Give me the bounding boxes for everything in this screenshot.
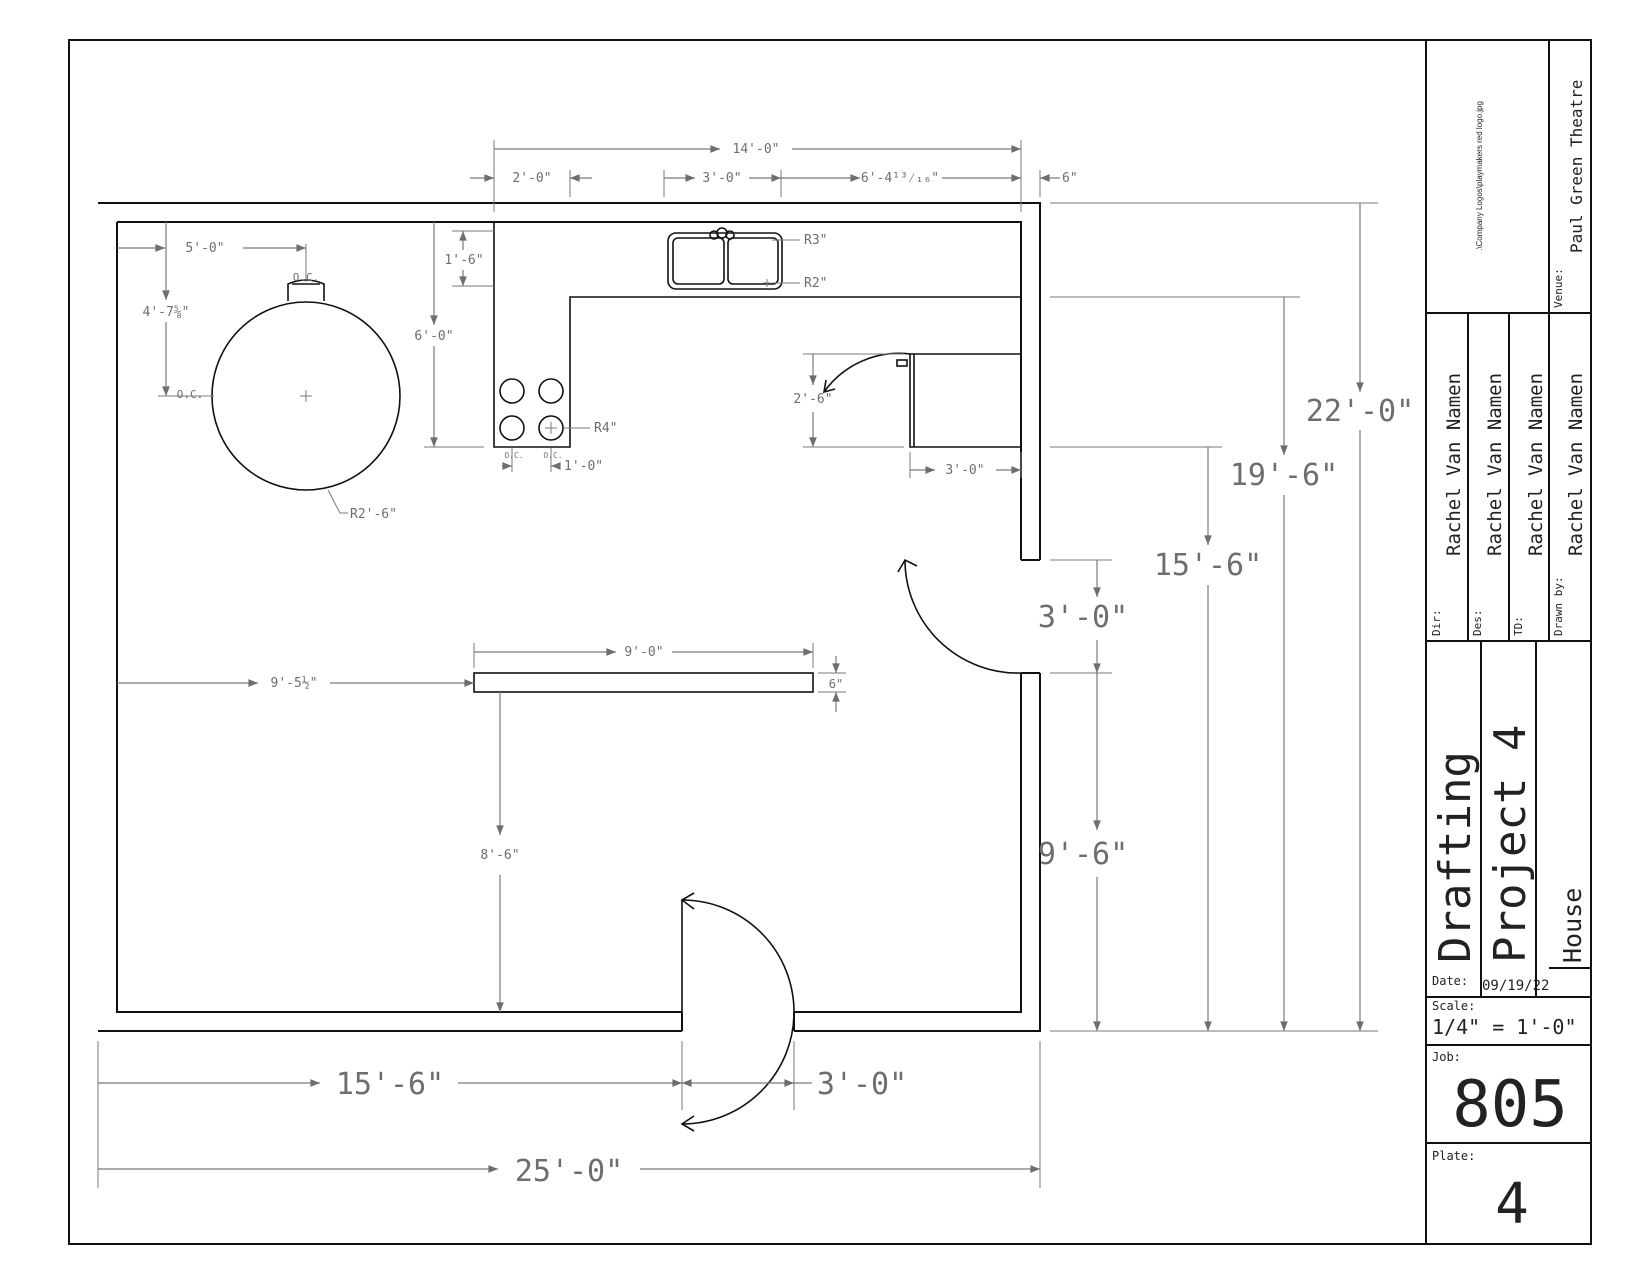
dim-top-left: 2'-0" (512, 171, 551, 186)
dimension-lines (97, 140, 1378, 1188)
partition-wall (473, 672, 814, 693)
oc-label-burner-1: O.C. (504, 451, 523, 460)
job-label: Job: (1432, 1050, 1461, 1064)
drawn-by-value: Rachel Van Namen (1565, 373, 1587, 556)
dim-height-counter: 19'-6" (1230, 458, 1338, 493)
project-title-1: Drafting (1430, 751, 1481, 963)
dim-partition-length: 9'-0" (624, 645, 663, 660)
dim-table-radius: R2'-6" (350, 507, 397, 522)
dim-top-sink-offset: 3'-0" (702, 171, 741, 186)
dim-top-overall: 14'-0" (733, 142, 780, 157)
td-value: Rachel Van Namen (1525, 373, 1547, 556)
date-value: 09/19/22 (1482, 978, 1549, 994)
plate-label: Plate: (1432, 1149, 1475, 1163)
oc-label-top: O.C. (293, 271, 320, 284)
dim-burner-spacing: 1'-0" (564, 459, 603, 474)
refrigerator (823, 352, 1021, 448)
scale-value: 1/4" = 1'-0" (1432, 1015, 1577, 1039)
double-sink (667, 227, 783, 290)
des-label: Des: (1471, 610, 1484, 637)
dim-overall-width: 25'-0" (515, 1154, 623, 1189)
project-title-2: Project 4 (1485, 725, 1536, 963)
round-table (211, 279, 401, 491)
dim-fridge-door: 2'-6" (793, 392, 832, 407)
oc-label-left: O.C. (177, 388, 204, 401)
dim-partition-offset: 9'-5½" (271, 676, 318, 691)
dim-table-x: 5'-0" (185, 241, 224, 256)
dim-bottom-door: 3'-0" (817, 1067, 907, 1102)
dim-side-door-floor: 9'-6" (1038, 837, 1128, 872)
bottom-door-swing (681, 899, 795, 1125)
dim-partition-thickness: 6" (829, 677, 843, 691)
drawn-by-label: Drawn by: (1552, 576, 1565, 636)
dim-burner-radius: R4" (594, 421, 617, 436)
plate-value: 4 (1495, 1172, 1529, 1237)
dim-partition-floor: 8'-6" (480, 848, 519, 863)
dim-counter-depth: 1'-6" (444, 253, 483, 268)
sheet-border (68, 39, 1592, 1245)
floor-plan (98, 202, 1041, 1132)
dim-counter-leg: 6'-0" (414, 329, 453, 344)
td-label: TD: (1512, 616, 1525, 636)
scale-label: Scale: (1432, 999, 1475, 1013)
dim-sink-r2: R2" (804, 276, 827, 291)
dim-height-cabinet: 15'-6" (1154, 548, 1262, 583)
dim-side-door: 3'-0" (1038, 600, 1128, 635)
side-door-swing (904, 559, 1022, 674)
outer-wall (98, 202, 1041, 1032)
job-value: 805 (1452, 1068, 1568, 1142)
date-label: Date: (1432, 974, 1468, 988)
dimension-labels: 25'-0" 15'-6" 3'-0" 14'-0" 2'-0" 3'-0" 6… (143, 142, 1415, 1189)
dim-left-to-door: 15'-6" (336, 1067, 444, 1102)
dim-sink-r3: R3" (804, 233, 827, 248)
des-value: Rachel Van Namen (1484, 373, 1506, 556)
dim-table-y: 4'-7⅝" (143, 305, 190, 320)
logo-placeholder: .\Company Logos\playmakers red logo.jpg (1475, 101, 1484, 251)
project-title-3: House (1558, 888, 1587, 963)
dim-fridge-width: 3'-0" (945, 463, 984, 478)
kitchen-counter (493, 222, 1021, 448)
venue-label: Venue: (1552, 268, 1565, 308)
oc-label-burner-2: O.C. (543, 451, 562, 460)
dir-value: Rachel Van Namen (1443, 373, 1465, 556)
dim-top-sink-wall: 6'-4¹³⁄₁₆" (861, 171, 939, 186)
dir-label: Dir: (1430, 610, 1443, 637)
dim-height-total: 22'-0" (1306, 394, 1414, 429)
title-block: .\Company Logos\playmakers red logo.jpg … (1425, 40, 1591, 1244)
stove-burners (499, 378, 564, 441)
dim-wall-thickness: 6" (1062, 171, 1078, 186)
venue-value: Paul Green Theatre (1567, 80, 1586, 253)
inner-wall (116, 221, 1022, 1013)
